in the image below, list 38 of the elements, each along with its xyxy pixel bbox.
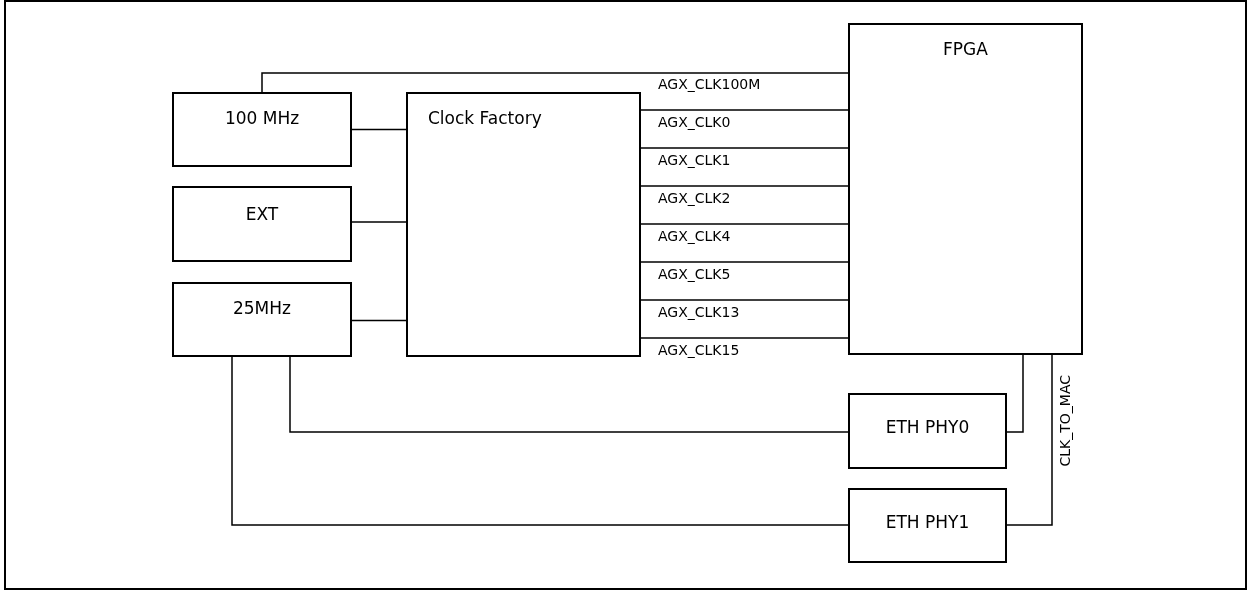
block-box (172, 282, 352, 357)
connector-line (1006, 354, 1024, 433)
signal-label: AGX_CLK4 (658, 227, 731, 243)
signal-label: AGX_CLK13 (658, 303, 740, 319)
connector-line (640, 337, 849, 339)
connector-line (261, 72, 849, 93)
signal-label: AGX_CLK0 (658, 113, 731, 129)
block-label: 100 MHz (224, 108, 300, 130)
connector-line (640, 147, 849, 149)
block-box (406, 92, 641, 357)
block-box (848, 23, 1083, 355)
block-label: EXT (245, 204, 279, 226)
signal-label: AGX_CLK2 (658, 189, 731, 205)
block-label: 25MHz (233, 298, 291, 320)
connector-line (351, 319, 407, 322)
block-box (848, 393, 1007, 469)
connector-line (640, 185, 849, 187)
block-label: Clock Factory (428, 108, 542, 130)
signal-label: AGX_CLK1 (658, 151, 731, 167)
connector-line (640, 299, 849, 301)
block-label: FPGA (943, 39, 988, 61)
signal-label: AGX_CLK100M (658, 75, 761, 91)
connector-line (640, 261, 849, 263)
connector-line (231, 356, 849, 526)
connector-line (640, 223, 849, 225)
block-box (848, 488, 1007, 563)
connector-line (640, 109, 849, 111)
block-box (172, 186, 352, 262)
connector-line (351, 221, 407, 223)
block-label: ETH PHY1 (885, 512, 970, 534)
signal-label: AGX_CLK15 (658, 341, 740, 357)
connector-line (289, 356, 849, 433)
block-box (172, 92, 352, 167)
block-label: ETH PHY0 (885, 417, 970, 439)
connector-line (351, 128, 407, 131)
signal-label: CLK_TO_MAC (1058, 375, 1072, 467)
signal-label: AGX_CLK5 (658, 265, 731, 281)
connector-line (1006, 354, 1053, 526)
